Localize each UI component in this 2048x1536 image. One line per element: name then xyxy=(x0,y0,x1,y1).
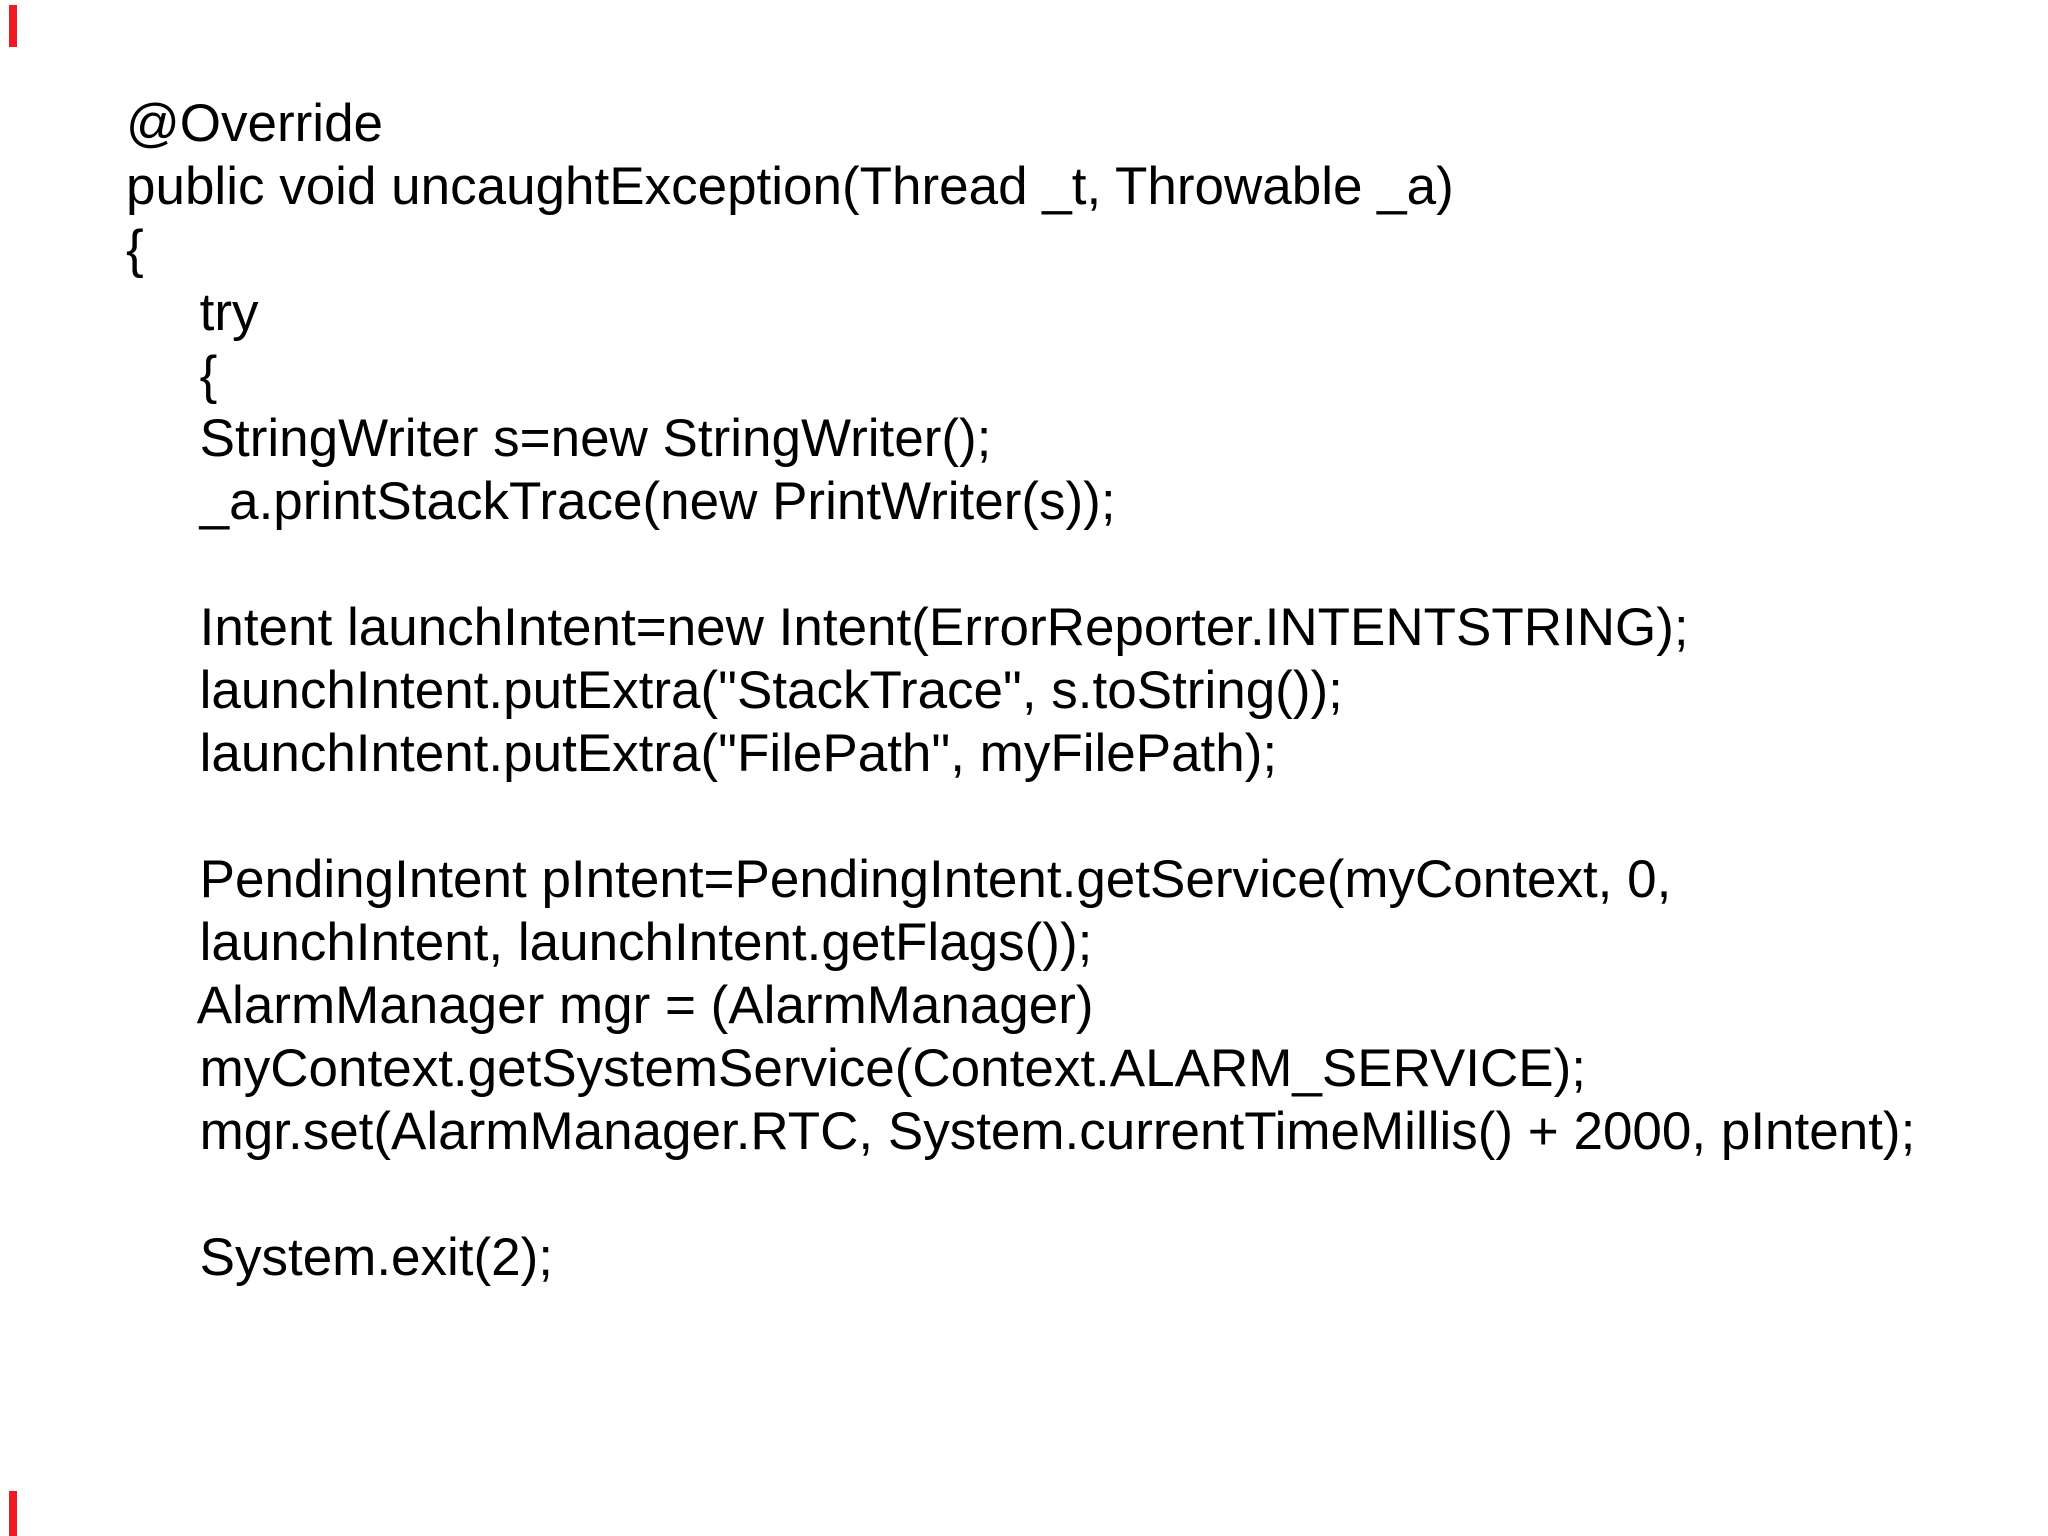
code-line: { xyxy=(126,220,144,279)
code-line xyxy=(126,1163,1915,1226)
code-line: PendingIntent pIntent=PendingIntent.getS… xyxy=(126,850,1672,909)
code-line: launchIntent.putExtra("StackTrace", s.to… xyxy=(126,661,1343,720)
code-line: AlarmManager mgr = (AlarmManager) xyxy=(126,976,1094,1035)
code-line: Intent launchIntent=new Intent(ErrorRepo… xyxy=(126,598,1689,657)
code-line: mgr.set(AlarmManager.RTC, System.current… xyxy=(126,1102,1916,1161)
code-line: myContext.getSystemService(Context.ALARM… xyxy=(126,1039,1586,1098)
left-edge-mark-bottom xyxy=(9,1491,17,1536)
code-line: _a.printStackTrace(new PrintWriter(s)); xyxy=(126,472,1116,531)
code-line: try xyxy=(126,283,259,342)
code-line xyxy=(126,785,1915,848)
code-line: public void uncaughtException(Thread _t,… xyxy=(126,157,1454,216)
left-edge-mark-top xyxy=(9,5,17,47)
code-line: launchIntent, launchIntent.getFlags()); xyxy=(126,913,1093,972)
code-line: launchIntent.putExtra("FilePath", myFile… xyxy=(126,724,1278,783)
code-line: @Override xyxy=(126,94,384,153)
code-line: { xyxy=(126,346,218,405)
code-line: System.exit(2); xyxy=(126,1228,554,1287)
code-line: StringWriter s=new StringWriter(); xyxy=(126,409,992,468)
code-line xyxy=(126,533,1915,596)
